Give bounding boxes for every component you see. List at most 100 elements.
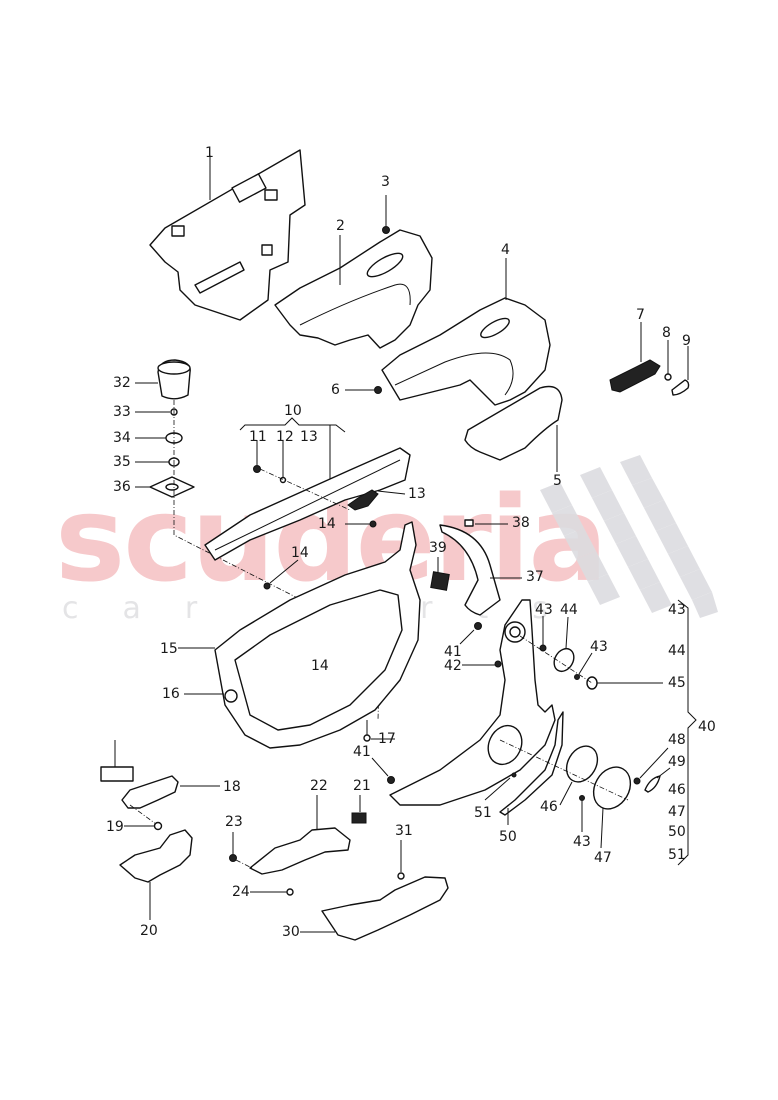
group-40-item-47: 47 (668, 804, 686, 820)
part-38-clip (464, 519, 508, 527)
callout-13-group: 13 (300, 429, 318, 445)
part-10-armrest (204, 447, 411, 561)
callout-41-a: 41 (444, 644, 462, 660)
callout-44-a: 44 (560, 602, 578, 618)
callout-14-b: 14 (291, 545, 309, 561)
callout-20: 20 (140, 923, 158, 939)
part-24-screw (250, 888, 294, 896)
part-40-lower-door-panel (389, 599, 564, 816)
group-40-brace (677, 599, 697, 866)
group-40-item-50: 50 (668, 824, 686, 840)
group-40-item-51: 51 (668, 847, 686, 863)
callout-2: 2 (336, 218, 345, 234)
part-43-nut-a (539, 616, 547, 652)
part-41-clip-a (459, 622, 482, 645)
part-44-ring (553, 616, 575, 673)
part-39-switch (430, 557, 450, 591)
callout-13: 13 (408, 486, 426, 502)
part-45-ring (586, 676, 663, 690)
part-6-clip (345, 386, 382, 394)
callout-37: 37 (526, 569, 544, 585)
callout-32: 32 (113, 375, 131, 391)
callout-43-a: 43 (535, 602, 553, 618)
part-20-bracket (119, 829, 193, 920)
part-36-gasket (135, 476, 195, 498)
callout-5: 5 (553, 473, 562, 489)
part-13-bracket (347, 489, 406, 511)
part-14-screw-b (263, 559, 299, 590)
callout-10: 10 (284, 403, 302, 419)
part-31-clip (397, 840, 405, 880)
callout-23: 23 (225, 814, 243, 830)
part-2-trim-backing (274, 229, 433, 349)
part-43-nut-c (579, 795, 585, 832)
part-19-screw (124, 821, 163, 831)
callout-9: 9 (682, 333, 691, 349)
part-18-bracket (121, 775, 220, 809)
part-4-trim-frame (381, 258, 551, 406)
part-5-seal (464, 385, 563, 472)
part-35-clip (135, 457, 180, 467)
callout-39: 39 (429, 540, 447, 556)
callout-47-a: 47 (594, 850, 612, 866)
part-30-pocket-trim (300, 876, 449, 941)
callout-14-a: 14 (318, 516, 336, 532)
part-41-clip-b (371, 757, 395, 784)
part-43-nut-b (574, 652, 593, 680)
group-40-item-46: 46 (668, 782, 686, 798)
callout-22: 22 (310, 778, 328, 794)
callout-50: 50 (499, 829, 517, 845)
part-37-trim-strip (439, 524, 522, 616)
callout-21: 21 (353, 778, 371, 794)
checkered-flag-icon (540, 455, 718, 618)
callout-41-b: 41 (353, 744, 371, 760)
part-17-screw (363, 720, 395, 742)
part-23-clip (229, 832, 253, 869)
callout-42: 42 (444, 658, 462, 674)
callout-4: 4 (501, 242, 510, 258)
callout-46-a: 46 (540, 799, 558, 815)
callout-51: 51 (474, 805, 492, 821)
group-40-item-49: 49 (668, 754, 686, 770)
callout-36: 36 (113, 479, 131, 495)
part-21-clip (351, 795, 367, 824)
callout-43-c: 43 (573, 834, 591, 850)
callout-38: 38 (512, 515, 530, 531)
part-12-washer (279, 440, 287, 484)
part-15-door-frame (178, 521, 421, 749)
callout-31: 31 (395, 823, 413, 839)
callout-43-b: 43 (590, 639, 608, 655)
callout-6: 6 (331, 382, 340, 398)
part-34-nut (135, 432, 183, 444)
callout-45: 45 (668, 675, 686, 691)
callout-15: 15 (160, 641, 178, 657)
group-40-item-43: 43 (668, 602, 686, 618)
part-49-cover (644, 767, 671, 793)
part-16-grommet (184, 689, 238, 703)
part-52-pad (100, 740, 134, 782)
part-32-cup-holder (135, 359, 191, 400)
callout-7: 7 (636, 307, 645, 323)
part-14-screw-a (345, 520, 377, 528)
part-48-screw (633, 747, 669, 785)
callout-1: 1 (205, 145, 214, 161)
part-46-speaker-grille (559, 745, 599, 806)
part-47-speaker-ring (592, 766, 632, 849)
callout-30: 30 (282, 924, 300, 940)
part-1-insulation-panel (149, 149, 306, 321)
callout-8: 8 (662, 325, 671, 341)
part-42-screw (462, 660, 502, 668)
part-11-screw (253, 440, 261, 473)
callout-24: 24 (232, 884, 250, 900)
callout-35: 35 (113, 454, 131, 470)
part-33-clip (135, 408, 178, 416)
part-7-door-handle-bezel (609, 322, 661, 393)
part-51-leader (484, 777, 511, 801)
part-8-screw (664, 340, 672, 381)
callout-19: 19 (106, 819, 124, 835)
group-40-label: 40 (698, 719, 716, 735)
callout-16: 16 (162, 686, 180, 702)
part-22-handle (249, 795, 351, 875)
